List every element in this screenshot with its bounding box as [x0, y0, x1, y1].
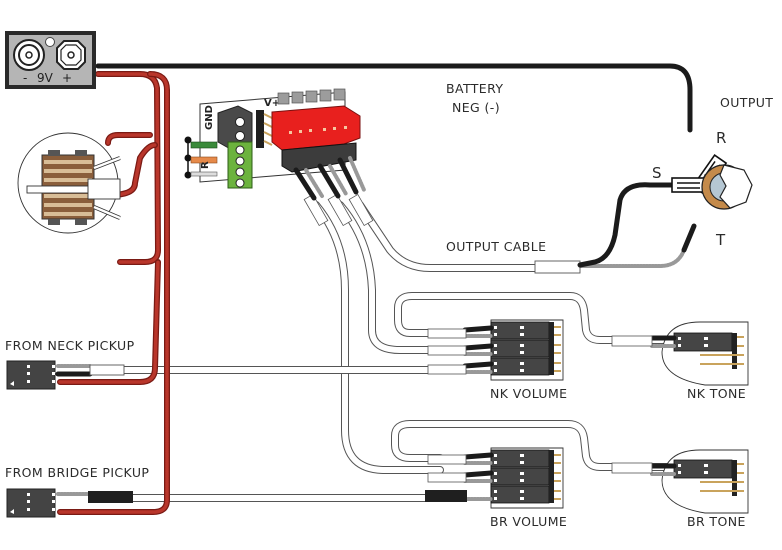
nk-volume-connectors	[490, 321, 561, 376]
pcb-gnd-label: GND	[204, 105, 215, 130]
labels: BATTERY NEG (-) OUTPUT R S T OUTPUT CABL…	[5, 81, 773, 529]
jack-t-wire-end	[681, 223, 697, 253]
output-cable-braid	[578, 248, 686, 268]
neck-pickup-connector[interactable]	[6, 360, 125, 390]
cable-plugs[interactable]	[281, 142, 357, 173]
br-volume-pot[interactable]	[425, 447, 564, 509]
output-cable-sleeve	[534, 260, 581, 274]
red-wires	[57, 71, 170, 515]
battery-voltage-label: 9V	[37, 71, 54, 85]
jack-tip-label: T	[715, 231, 726, 249]
preamp-board: V+ GND R	[184, 88, 361, 189]
battery-connector: - 9V +	[5, 31, 96, 89]
br-volume-connectors	[490, 449, 561, 504]
nk-tone-pot[interactable]	[611, 321, 749, 386]
from-neck-pickup-label: FROM NECK PICKUP	[5, 338, 135, 353]
output-jack	[671, 153, 753, 210]
nk-volume-label: NK VOLUME	[490, 386, 567, 401]
pcb-pads	[277, 88, 346, 105]
nk-volume-pot[interactable]	[427, 319, 564, 381]
output-cable-label: OUTPUT CABLE	[446, 239, 546, 254]
br-tone-label: BR TONE	[687, 514, 746, 529]
battery-positive-wire	[95, 63, 693, 133]
from-bridge-pickup-label: FROM BRIDGE PICKUP	[5, 465, 149, 480]
pcb-to-br-volume-cable	[312, 201, 444, 474]
battery-pos-symbol: +	[62, 71, 72, 85]
red-pot-header-connector[interactable]	[271, 105, 361, 151]
black-wires	[95, 63, 697, 268]
jack-sleeve-label: S	[652, 164, 662, 182]
pcb-v-plus-label: V+	[264, 98, 280, 109]
battery-neg-label-line1: BATTERY	[446, 81, 503, 96]
jack-sleeve-lug	[671, 177, 705, 193]
pickup-coil	[17, 132, 121, 234]
battery-neg-label-line2: NEG (-)	[452, 100, 500, 115]
pcb-r-label: R	[200, 161, 211, 169]
shielded-cables	[116, 193, 684, 502]
output-cable-hot-wire	[577, 182, 683, 268]
output-label: OUTPUT	[720, 95, 773, 110]
battery-neg-symbol: -	[23, 71, 27, 85]
jack-ring-label: R	[716, 129, 726, 147]
nk-tone-label: NK TONE	[687, 386, 746, 401]
br-volume-label: BR VOLUME	[490, 514, 567, 529]
bridge-pickup-connector[interactable]	[6, 488, 133, 518]
br-tone-pot[interactable]	[611, 449, 749, 514]
output-cable	[356, 201, 552, 272]
neck-ground-wire	[57, 259, 161, 385]
